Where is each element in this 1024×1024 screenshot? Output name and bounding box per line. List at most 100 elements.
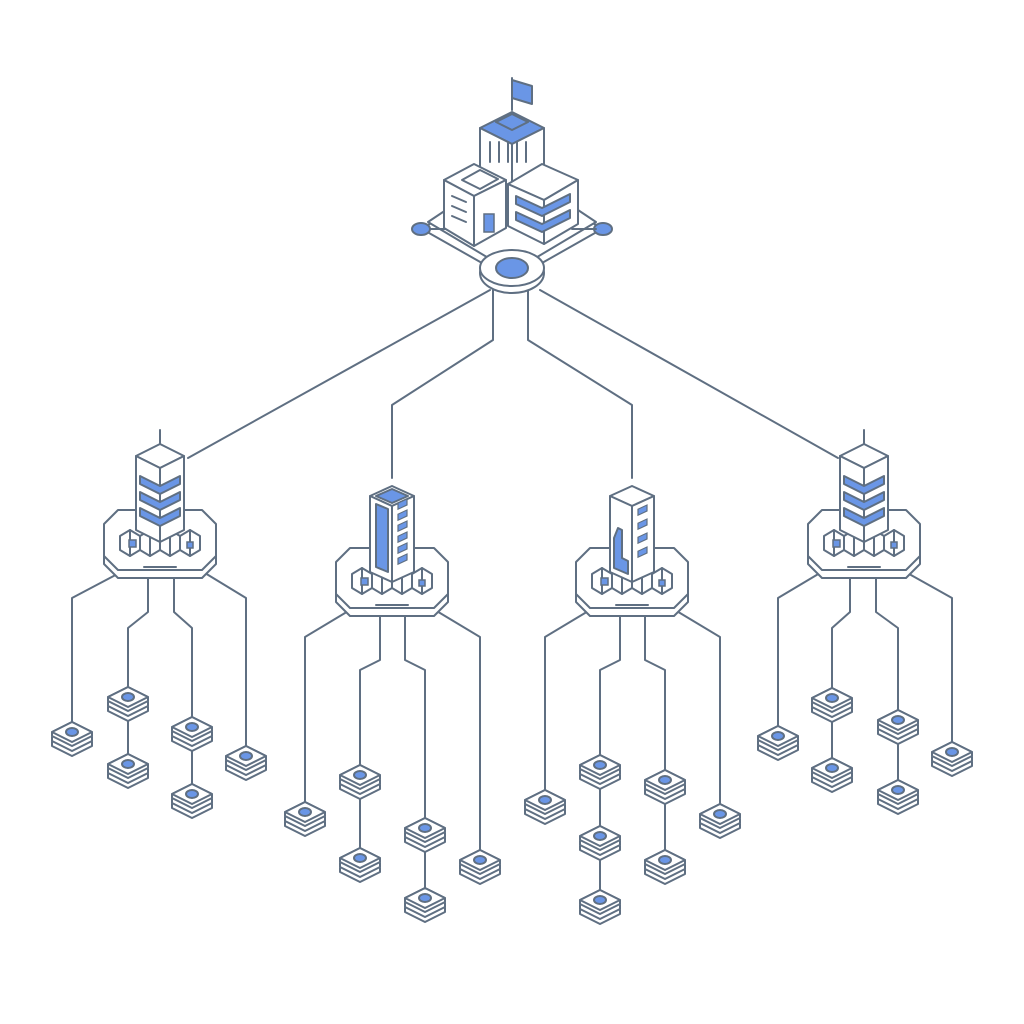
disc-indicator	[658, 855, 672, 865]
b1-l6-database-icon	[225, 745, 267, 781]
b1-l2-database-icon	[107, 686, 149, 722]
b1-l1-database-icon	[51, 721, 93, 757]
block-window	[890, 541, 898, 549]
disc-indicator	[65, 727, 79, 737]
right-block-band	[515, 193, 571, 217]
b1-l5-database-icon	[171, 783, 213, 819]
connector-line	[173, 577, 193, 719]
disc-indicator	[473, 855, 487, 865]
b4-l3-database-icon	[811, 757, 853, 793]
headquarters-node	[411, 77, 613, 294]
block-window	[186, 541, 194, 549]
window-line	[451, 195, 467, 203]
connector-line	[599, 614, 621, 763]
connector-line	[127, 577, 149, 696]
b4-l1-database-icon	[757, 725, 799, 761]
right-block-band	[515, 209, 571, 233]
floor-band	[139, 491, 181, 511]
door	[483, 213, 495, 233]
floor-band	[843, 475, 885, 495]
accent-shape	[613, 527, 629, 575]
disc-indicator	[185, 722, 199, 732]
floor-band	[843, 507, 885, 527]
connector-line	[187, 289, 491, 459]
tower-window	[637, 532, 648, 545]
connector-line	[539, 289, 839, 459]
disc-indicator	[121, 759, 135, 769]
b4-l5-database-icon	[877, 779, 919, 815]
block-window	[832, 539, 841, 548]
tower-window	[397, 509, 408, 522]
disc-indicator	[239, 751, 253, 761]
tower-window	[397, 553, 408, 566]
b2-l1-database-icon	[284, 801, 326, 837]
tower-window	[397, 498, 408, 511]
tower-window	[637, 504, 648, 517]
disc-indicator	[538, 795, 552, 805]
connector-line	[901, 569, 953, 751]
connector-line	[875, 577, 899, 719]
connector-line	[527, 289, 633, 479]
disc-indicator	[185, 789, 199, 799]
b3-l4-database-icon	[579, 889, 621, 925]
connector-line	[359, 614, 381, 773]
headquarters-building-cluster-icon	[411, 77, 613, 294]
branch-3-office-tower-icon	[575, 485, 689, 617]
ground-blocks	[351, 567, 433, 595]
branch-1-office-tower-icon	[103, 429, 217, 579]
flag	[511, 79, 533, 105]
disc-indicator	[298, 807, 312, 817]
b2-l2-database-icon	[339, 764, 381, 800]
connector-line	[777, 569, 826, 735]
b4-l4-database-icon	[877, 709, 919, 745]
branch-nodes	[103, 429, 921, 617]
disc-indicator	[713, 809, 727, 819]
block-window	[418, 579, 426, 587]
window-line	[451, 215, 467, 223]
disc-indicator	[353, 770, 367, 780]
glass-facade	[375, 503, 389, 573]
b3-l2-database-icon	[579, 754, 621, 790]
tower-window	[397, 520, 408, 533]
b2-l5-database-icon	[404, 887, 446, 923]
b1-l3-database-icon	[107, 753, 149, 789]
disc-indicator	[593, 760, 607, 770]
disc-indicator	[121, 692, 135, 702]
b3-l3-database-icon	[579, 825, 621, 861]
disc-indicator	[771, 731, 785, 741]
connector-line	[831, 577, 851, 698]
disc-indicator	[593, 895, 607, 905]
hq-right-block	[507, 163, 579, 245]
disc-indicator	[891, 785, 905, 795]
disc-indicator	[658, 775, 672, 785]
hq-left-block	[443, 163, 507, 247]
connector-line	[304, 606, 356, 807]
left-block-side	[473, 179, 507, 247]
disc-indicator	[593, 831, 607, 841]
floor-band	[843, 491, 885, 511]
tower	[609, 485, 655, 583]
connector-line	[71, 569, 126, 729]
floor-band	[139, 507, 181, 527]
hub-core	[495, 257, 529, 279]
block-window	[360, 577, 369, 586]
b3-l5-database-icon	[644, 769, 686, 805]
disc-indicator	[891, 715, 905, 725]
block-window	[128, 539, 137, 548]
tower	[839, 429, 889, 543]
roof-detail	[495, 113, 529, 131]
tower-window	[637, 518, 648, 531]
floor-band	[139, 475, 181, 495]
connector-line	[544, 606, 596, 799]
window-line	[451, 205, 467, 213]
disc-indicator	[418, 823, 432, 833]
disc-indicator	[825, 693, 839, 703]
connector-line	[404, 614, 426, 827]
connector-line	[391, 289, 494, 479]
disc-indicator	[353, 853, 367, 863]
b4-l2-database-icon	[811, 687, 853, 723]
tower-window	[397, 531, 408, 544]
b3-l1-database-icon	[524, 789, 566, 825]
